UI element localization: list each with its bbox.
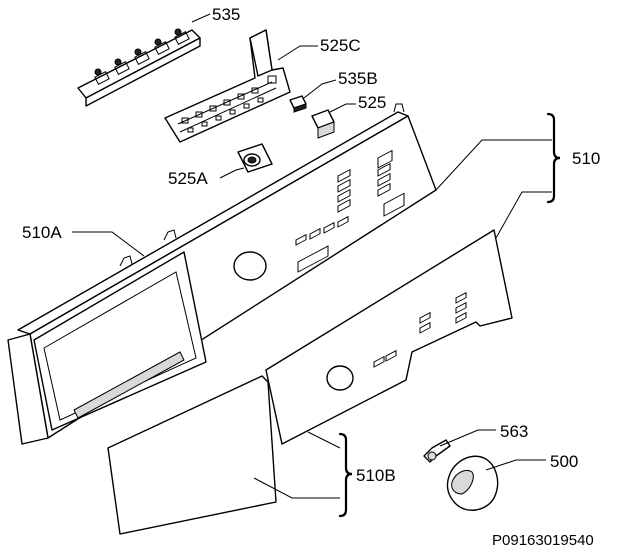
part-563-pin — [423, 429, 496, 463]
label-525: 525 — [358, 93, 386, 112]
label-563: 563 — [500, 422, 528, 441]
brace-510B — [338, 432, 353, 518]
part-535B-plug — [289, 79, 337, 113]
part-510B-facia-panel — [107, 229, 513, 535]
label-510B: 510B — [356, 466, 396, 485]
part-500-knob — [446, 455, 546, 511]
label-525C: 525C — [320, 36, 361, 55]
label-510: 510 — [572, 149, 600, 168]
lead-510-lower — [495, 191, 552, 239]
label-510A: 510A — [22, 223, 62, 242]
label-535B: 535B — [338, 69, 378, 88]
label-500: 500 — [550, 452, 578, 471]
part-525C-circuit-board — [164, 29, 318, 143]
drawing-code: P09163019540 — [492, 532, 594, 549]
brace-510 — [546, 112, 561, 204]
label-525A: 525A — [168, 169, 208, 188]
part-535-connector-strip — [77, 13, 211, 107]
part-510A-control-panel — [7, 103, 437, 445]
part-525A-bearing — [219, 143, 273, 179]
lead-510-upper — [435, 139, 552, 191]
label-535: 535 — [212, 5, 240, 24]
part-525-block — [311, 103, 356, 139]
